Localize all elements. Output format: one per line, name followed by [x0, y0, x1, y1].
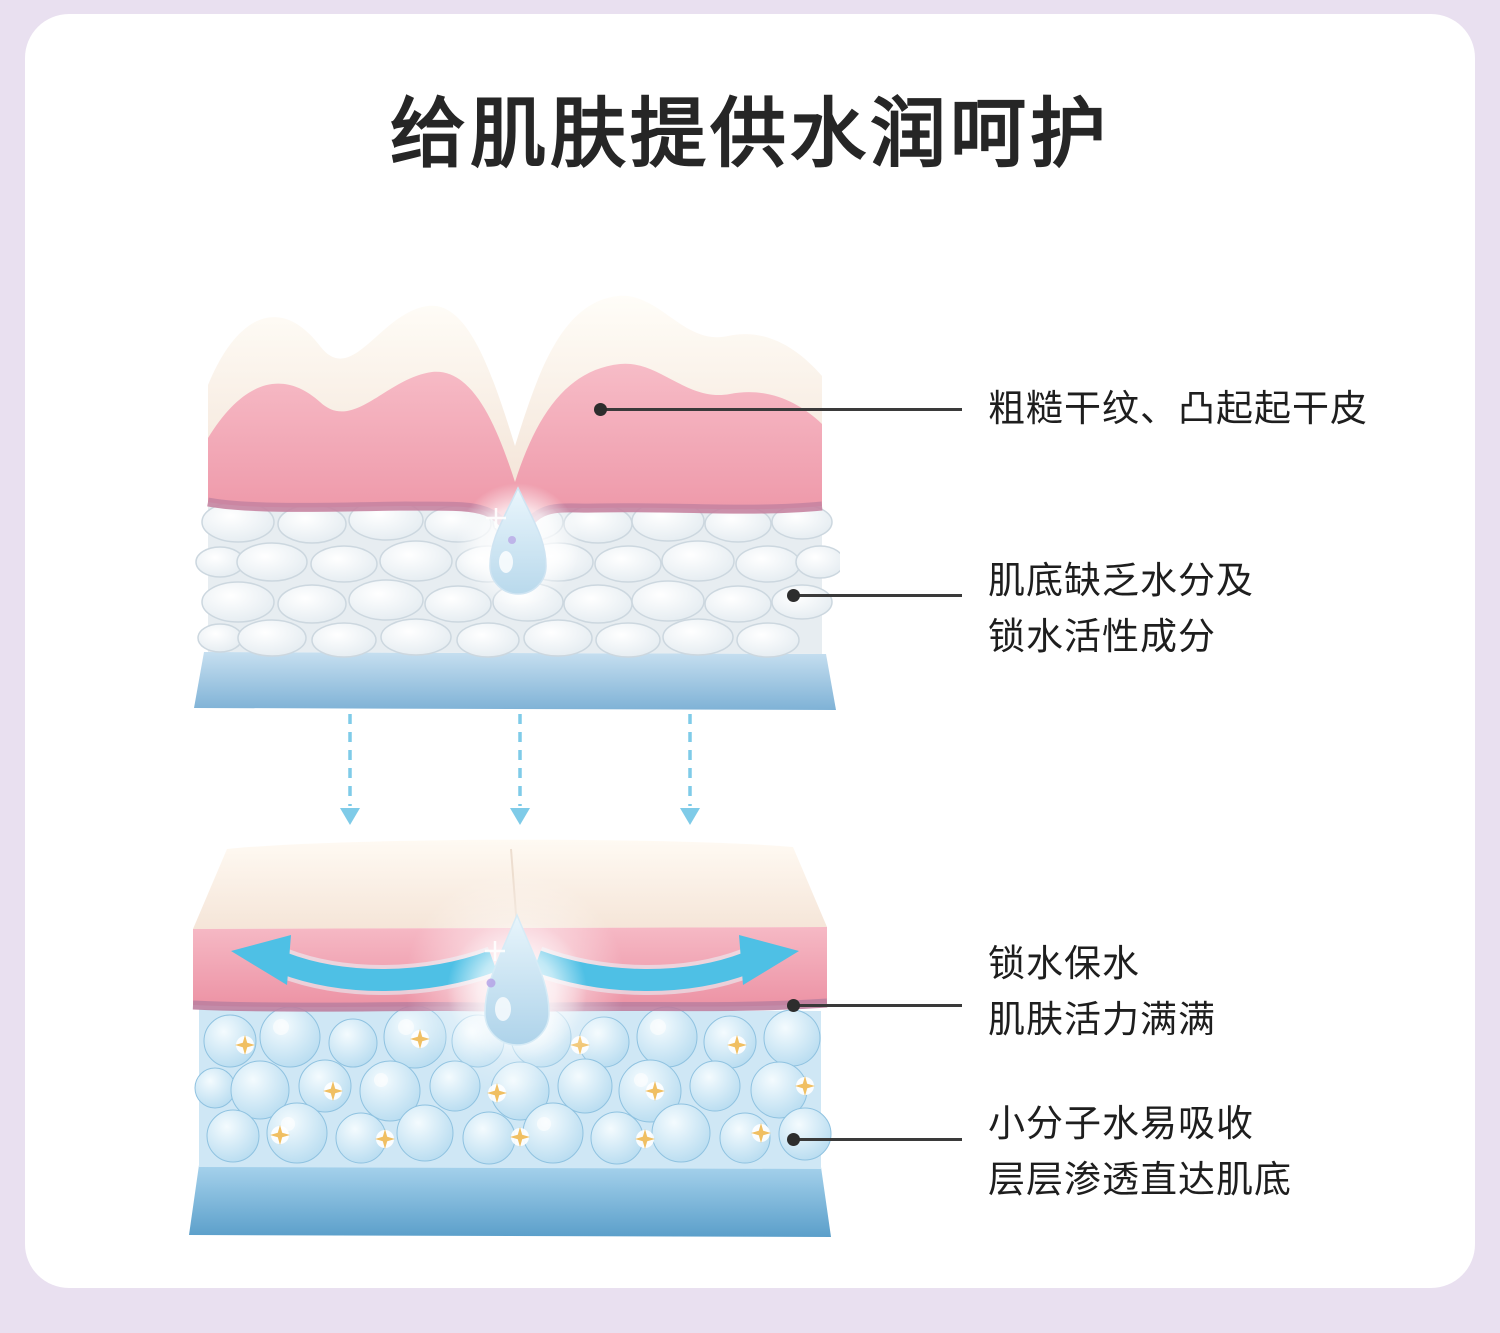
hydrated-skin-illustration	[185, 833, 835, 1248]
callout-leader-line	[787, 1133, 962, 1146]
callout-text-line: 锁水活性成分	[988, 616, 1216, 657]
subcutis-base-layer	[194, 652, 836, 710]
callout-leader-line	[787, 999, 962, 1012]
callout-water-lock: 锁水保水 肌肤活力满满	[988, 936, 1216, 1048]
hydrated-skin-diagram	[189, 839, 832, 1237]
leader-dot	[787, 589, 800, 602]
callout-leader-line	[787, 589, 962, 602]
callout-text-line: 锁水保水	[988, 943, 1140, 984]
callout-text-line: 肌肤活力满满	[988, 999, 1216, 1040]
water-drop-icon	[447, 913, 587, 1061]
dry-skin-diagram	[194, 295, 845, 710]
subcutis-base-layer	[189, 1165, 831, 1237]
callout-dehydrated-base: 肌底缺乏水分及 锁水活性成分	[988, 553, 1254, 665]
leader-dot	[787, 1133, 800, 1146]
callout-text-line: 小分子水易吸收	[988, 1103, 1254, 1144]
water-drop-icon	[456, 483, 580, 607]
page-title: 给肌肤提供水润呵护	[390, 92, 1110, 177]
callout-text-line: 粗糙干纹、凸起起干皮	[988, 388, 1368, 429]
callout-rough-dry-skin: 粗糙干纹、凸起起干皮	[988, 381, 1368, 437]
callout-absorption: 小分子水易吸收 层层渗透直达肌底	[988, 1096, 1292, 1208]
leader-dot	[787, 999, 800, 1012]
down-arrow-icon	[678, 714, 702, 826]
down-arrow-icon	[508, 714, 532, 826]
dry-skin-illustration	[190, 250, 845, 715]
callout-leader-line	[594, 403, 962, 416]
callout-text-line: 肌底缺乏水分及	[988, 560, 1254, 601]
down-arrow-icon	[338, 714, 362, 826]
leader-dot	[594, 403, 607, 416]
callout-text-line: 层层渗透直达肌底	[988, 1159, 1292, 1200]
